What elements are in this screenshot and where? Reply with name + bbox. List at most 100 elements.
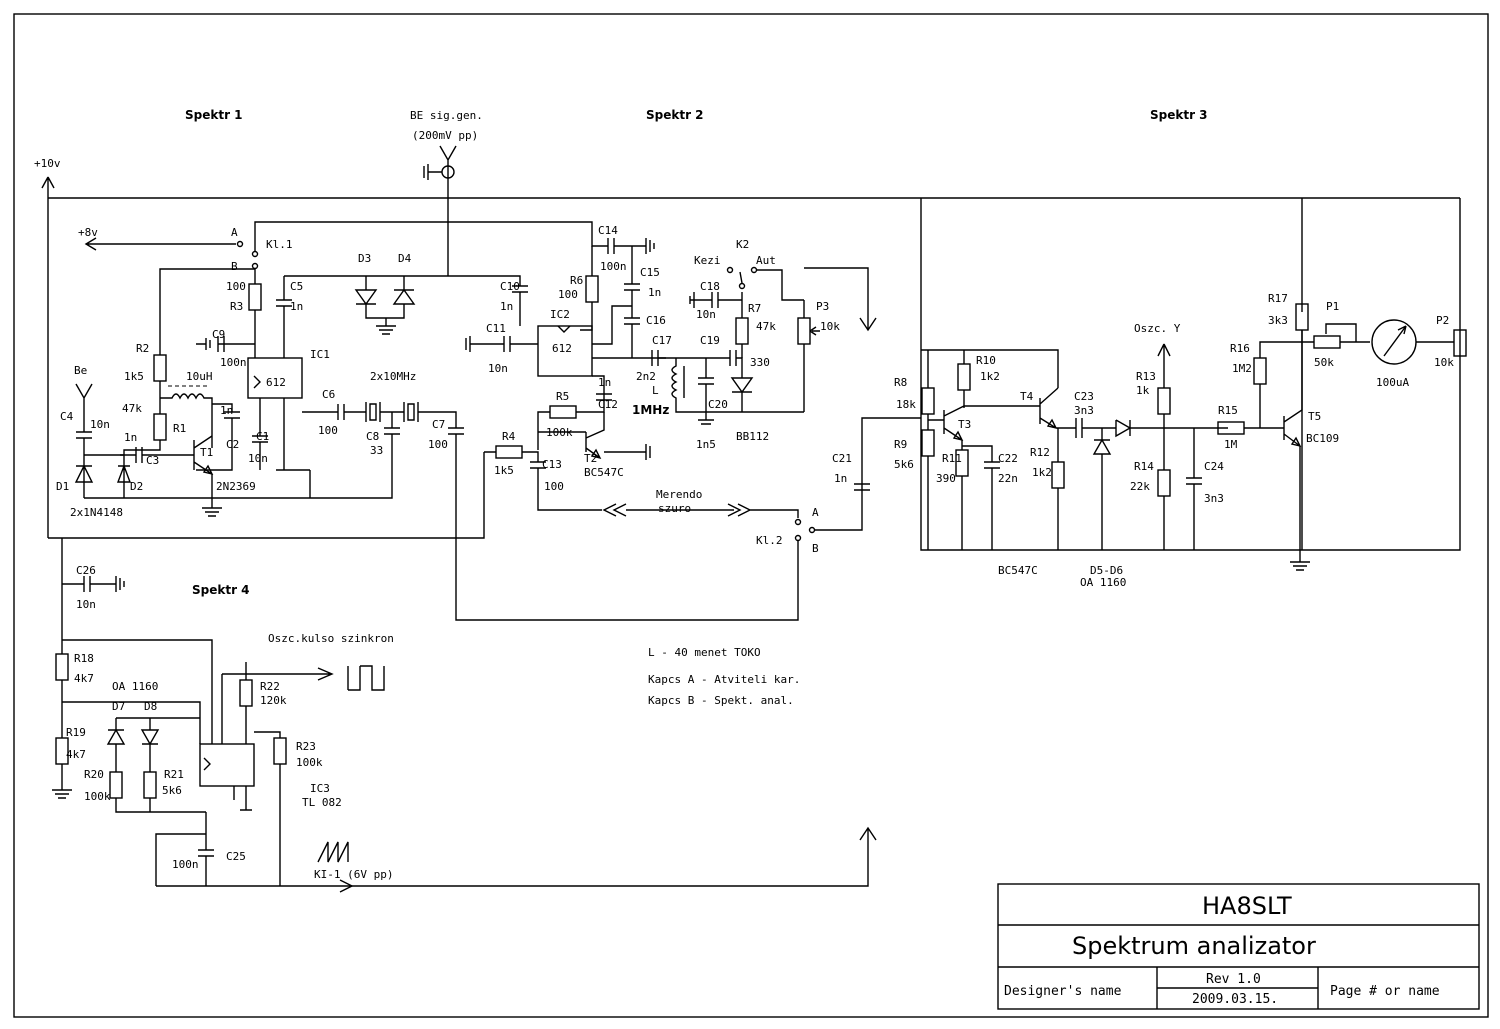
r2-value: 1k5 (124, 370, 144, 383)
ground-t1 (202, 498, 222, 517)
c15-c16-capacitors (592, 246, 666, 359)
c5-value: 1n (290, 300, 303, 313)
t1-transistor (160, 435, 214, 498)
c10-value: 1n (500, 300, 513, 313)
c7-capacitor (448, 427, 799, 621)
d2-label: D2 (130, 480, 143, 493)
sawtooth-icon (317, 841, 349, 863)
r16-label: R16 (1230, 342, 1250, 355)
wire-r20-r21 (115, 798, 206, 813)
c13-label: C13 (542, 458, 562, 471)
l-coil-label: L (652, 384, 659, 397)
t3t4-type: BC547C (998, 564, 1038, 577)
r13-resistor (1157, 387, 1171, 415)
c24-label: C24 (1204, 460, 1224, 473)
c26-capacitor (61, 538, 125, 654)
title-main: Spektrum analizator (1072, 932, 1316, 960)
section-spektr-3: Spektr 3 (1150, 108, 1208, 122)
ic2-label: IC2 (550, 308, 570, 321)
r19-label: R19 (66, 726, 86, 739)
r3-resistor (248, 283, 262, 311)
d56-type: OA 1160 (1080, 576, 1126, 589)
t4-label: T4 (1020, 390, 1034, 403)
r19-value: 4k7 (66, 748, 86, 761)
t1-label: T1 (200, 446, 213, 459)
t4-transistor (1039, 387, 1076, 462)
r11-label: R11 (942, 452, 962, 465)
r23-value: 100k (296, 756, 323, 769)
c11-capacitor (465, 336, 538, 352)
d8-label: D8 (144, 700, 157, 713)
d1-d2-diodes (74, 454, 310, 499)
ic1-label: IC1 (310, 348, 330, 361)
c10-label: C10 (500, 280, 520, 293)
r4-value: 1k5 (494, 464, 514, 477)
section-spektr-4: Spektr 4 (192, 583, 250, 597)
siggen-label: BE sig.gen. (410, 109, 483, 122)
ic1-type: 612 (266, 376, 286, 389)
r18-value: 4k7 (74, 672, 94, 685)
r13-label: R13 (1136, 370, 1156, 383)
title-page: Page # or name (1330, 984, 1440, 999)
r14-value: 22k (1130, 480, 1150, 493)
p2-value: 10k (1434, 356, 1454, 369)
wire-kl1-top (254, 221, 608, 251)
r17-resistor (1295, 303, 1309, 331)
l-coil (671, 358, 804, 413)
r16-resistor (1253, 357, 1267, 385)
r20-label: R20 (84, 768, 104, 781)
r14-resistor (1157, 469, 1171, 497)
kl2-contact-a[interactable] (808, 526, 816, 534)
c13-value: 100 (544, 480, 564, 493)
p2-potentiometer[interactable] (1453, 329, 1467, 357)
c18-value: 10n (696, 308, 716, 321)
wire-k2 (739, 269, 804, 301)
bb112-label: BB112 (736, 430, 769, 443)
c23-label: C23 (1074, 390, 1094, 403)
r14-label: R14 (1134, 460, 1154, 473)
c21-label: C21 (832, 452, 852, 465)
c17-value: 2n2 (636, 370, 656, 383)
d7-d8-diodes (106, 717, 200, 772)
ground-spektr3 (1290, 550, 1310, 571)
divider-r18-r19 (52, 680, 201, 799)
section-spektr-2: Spektr 2 (646, 108, 704, 122)
k2-kezi: Kezi (694, 254, 721, 267)
t5-transistor (1283, 330, 1303, 550)
r3-label: R3 (230, 300, 243, 313)
r12-value: 1k2 (1032, 466, 1052, 479)
ki1-label: KI-1 (6V pp) (314, 868, 393, 881)
r12-resistor (1051, 461, 1065, 489)
kl2-contact-b[interactable] (794, 534, 802, 542)
meter-needle (1383, 325, 1407, 357)
wire-p3 (803, 267, 877, 412)
c1-value: 10n (248, 452, 268, 465)
p3-potentiometer[interactable] (797, 317, 811, 345)
c2-label: C2 (226, 438, 239, 451)
c11-value: 10n (488, 362, 508, 375)
c24-capacitor (1163, 414, 1202, 550)
kl2-contact-c[interactable] (794, 518, 802, 526)
sweep-filter-link (602, 503, 799, 518)
r8-value: 18k (896, 398, 916, 411)
k2-contact-aut[interactable] (750, 266, 758, 274)
c14-value: 100n (600, 260, 627, 273)
wire-ic3-supply (62, 639, 213, 744)
k2-common[interactable] (738, 282, 746, 290)
supply-arrow (41, 176, 55, 538)
wire-r8-r9 (921, 349, 1059, 550)
freq-1mhz: 1MHz (632, 403, 669, 417)
c25-label: C25 (226, 850, 246, 863)
k2-contact-kezi[interactable] (726, 266, 734, 274)
c9-label: C9 (212, 328, 225, 341)
r20-value: 100k (84, 790, 111, 803)
c20-label: C20 (708, 398, 728, 411)
p1-potentiometer[interactable] (1313, 335, 1341, 349)
c7-label: C7 (432, 418, 445, 431)
c24-value: 3n3 (1204, 492, 1224, 505)
ic3-type: TL 082 (302, 796, 342, 809)
c22-capacitor (961, 445, 1000, 550)
c26-value: 10n (76, 598, 96, 611)
c12-value: 1n (598, 376, 611, 389)
